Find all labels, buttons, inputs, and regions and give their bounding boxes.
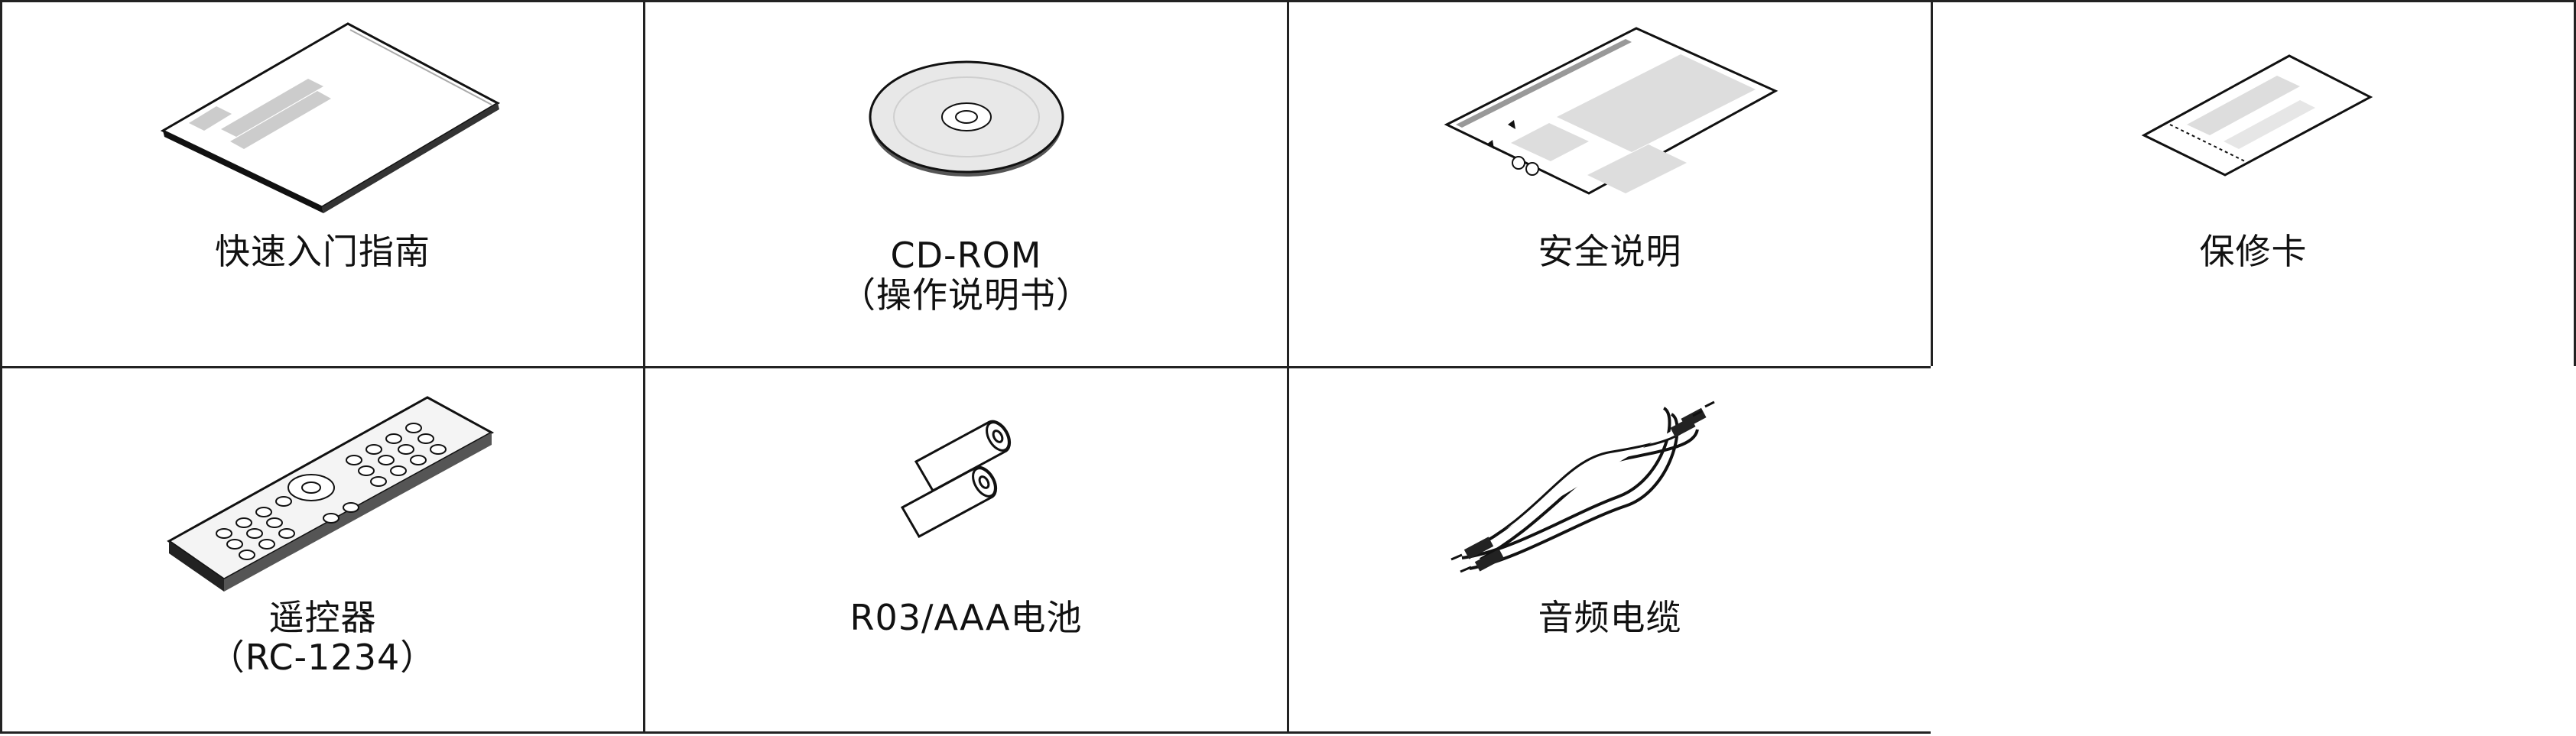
accessory-remote-control: 遥控器 （RC-1234） xyxy=(0,366,645,734)
label-audio-cable: 音频电缆 xyxy=(1538,597,1682,638)
audio-cable-icon xyxy=(1450,400,1715,573)
empty-cell xyxy=(1931,366,2576,734)
accessory-quick-start-guide: 快速入门指南 xyxy=(0,0,645,368)
accessory-warranty-card: 保修卡 xyxy=(1931,0,2576,368)
label-safety-instructions: 安全说明 xyxy=(1538,231,1682,272)
accessory-cd-rom: CD-ROM （操作说明书） xyxy=(643,0,1289,368)
label-cd-rom-note: （操作说明书） xyxy=(840,274,1092,316)
accessory-audio-cable: 音频电缆 xyxy=(1287,366,1933,734)
batteries-icon xyxy=(900,420,1012,539)
accessory-batteries: R03/AAA电池 xyxy=(643,366,1289,734)
remote-control-icon xyxy=(167,396,495,592)
cd-rom-icon xyxy=(869,60,1064,177)
warranty-card-icon xyxy=(2141,54,2373,177)
booklet-icon xyxy=(160,22,501,213)
label-batteries: R03/AAA电池 xyxy=(849,597,1083,638)
label-cd-rom: CD-ROM xyxy=(890,235,1042,276)
safety-sheet-icon xyxy=(1444,27,1779,195)
label-warranty-card: 保修卡 xyxy=(2199,231,2308,272)
label-remote-control: 遥控器 xyxy=(268,597,377,638)
label-quick-start-guide: 快速入门指南 xyxy=(215,231,430,272)
accessory-safety-instructions: 安全说明 xyxy=(1287,0,1933,368)
label-remote-control-model: （RC-1234） xyxy=(209,637,437,678)
